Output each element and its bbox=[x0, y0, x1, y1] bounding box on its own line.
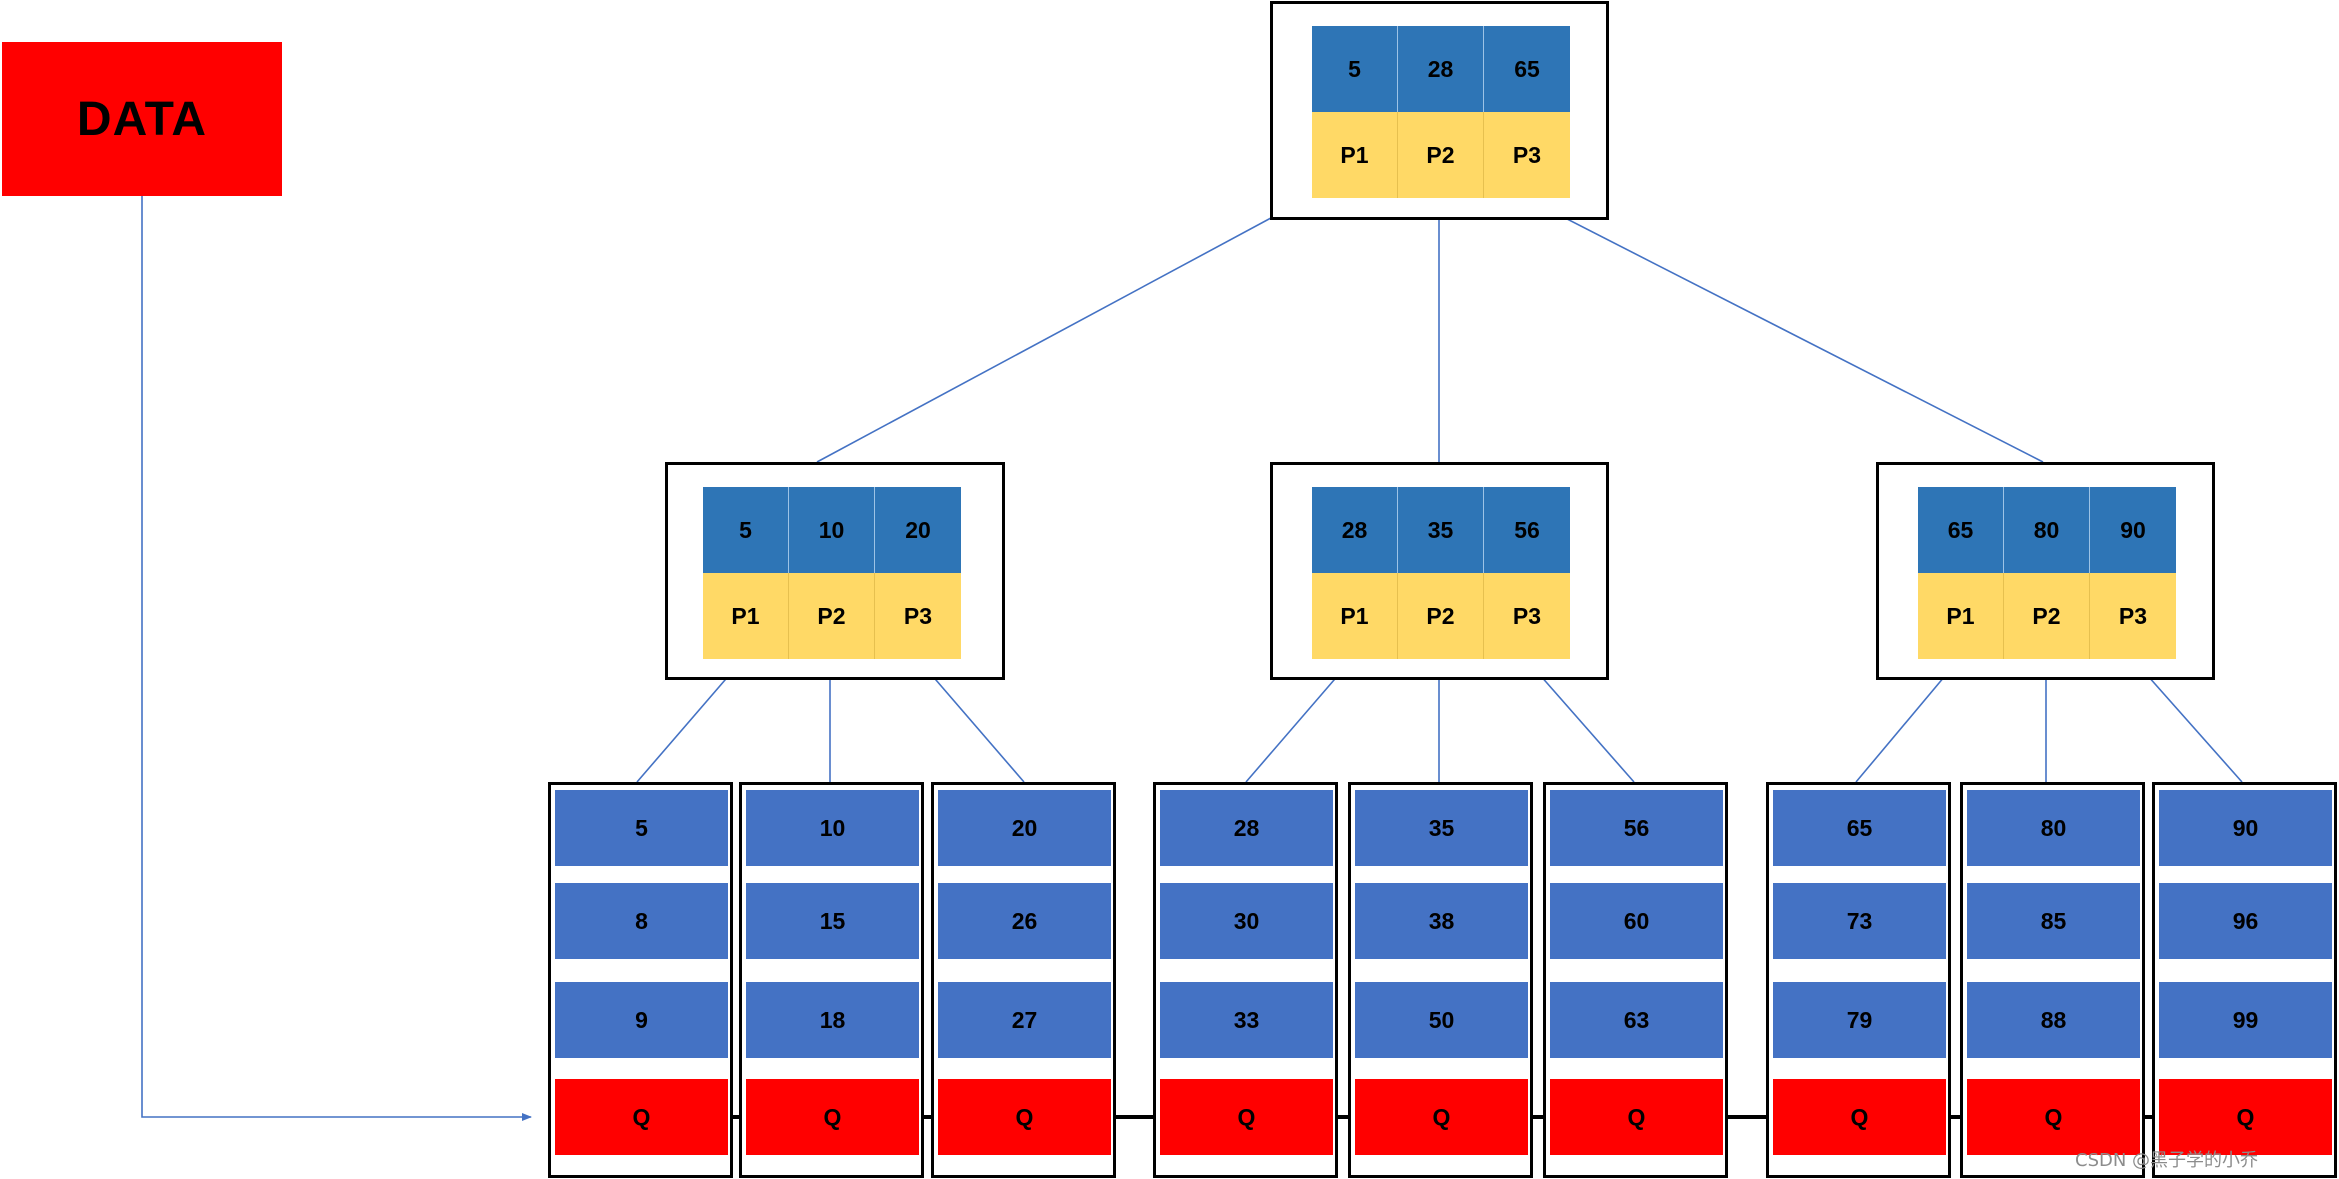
internal-node-3: 65 80 90 P1 P2 P3 bbox=[1876, 462, 2215, 680]
leaf-key: 18 bbox=[746, 982, 919, 1058]
leaf-key: 79 bbox=[1773, 982, 1946, 1058]
leaf-node-4: 28 30 33 Q bbox=[1153, 782, 1338, 1178]
leaf-key: 73 bbox=[1773, 883, 1946, 959]
data-label: DATA bbox=[76, 92, 208, 146]
leaf-key: 85 bbox=[1967, 883, 2140, 959]
root-key-3: 65 bbox=[1484, 26, 1570, 112]
internal-key: 20 bbox=[875, 487, 961, 573]
internal-key: 10 bbox=[789, 487, 875, 573]
internal-pointer: P3 bbox=[1484, 573, 1570, 659]
leaf-node-1: 5 8 9 Q bbox=[548, 782, 733, 1178]
internal-pointer: P1 bbox=[1918, 573, 2004, 659]
root-pointer-3: P3 bbox=[1484, 112, 1570, 198]
internal-pointer: P1 bbox=[1312, 573, 1398, 659]
leaf-key: 28 bbox=[1160, 790, 1333, 866]
leaf-key: 90 bbox=[2159, 790, 2332, 866]
root-pointer-1: P1 bbox=[1312, 112, 1398, 198]
internal-node-2: 28 35 56 P1 P2 P3 bbox=[1270, 462, 1609, 680]
leaf-key: 5 bbox=[555, 790, 728, 866]
leaf-node-9: 90 96 99 Q bbox=[2152, 782, 2337, 1178]
leaf-key: 99 bbox=[2159, 982, 2332, 1058]
root-edge-p3 bbox=[1523, 196, 2044, 463]
leaf-key: 9 bbox=[555, 982, 728, 1058]
leaf-node-3: 20 26 27 Q bbox=[931, 782, 1116, 1178]
leaf-key: 10 bbox=[746, 790, 919, 866]
leaf-node-5: 35 38 50 Q bbox=[1348, 782, 1533, 1178]
leaf-key: 35 bbox=[1355, 790, 1528, 866]
leaf-key: 20 bbox=[938, 790, 1111, 866]
internal-pointer: P2 bbox=[789, 573, 875, 659]
internal-node-1: 5 10 20 P1 P2 P3 bbox=[665, 462, 1005, 680]
internal-key: 5 bbox=[703, 487, 789, 573]
internal-pointer: P1 bbox=[703, 573, 789, 659]
leaf-key: 27 bbox=[938, 982, 1111, 1058]
leaf-key: 60 bbox=[1550, 883, 1723, 959]
leaf-link: Q bbox=[1160, 1079, 1333, 1155]
leaf-link: Q bbox=[1355, 1079, 1528, 1155]
leaf-key: 8 bbox=[555, 883, 728, 959]
leaf-key: 33 bbox=[1160, 982, 1333, 1058]
leaf-link: Q bbox=[1967, 1079, 2140, 1155]
root-edge-p1 bbox=[816, 196, 1311, 463]
leaf-link: Q bbox=[746, 1079, 919, 1155]
leaf-key: 56 bbox=[1550, 790, 1723, 866]
data-label-box: DATA bbox=[2, 42, 282, 196]
internal-key: 90 bbox=[2090, 487, 2176, 573]
leaf-node-8: 80 85 88 Q bbox=[1960, 782, 2145, 1178]
root-pointer-2: P2 bbox=[1398, 112, 1484, 198]
internal-key: 56 bbox=[1484, 487, 1570, 573]
leaf-link: Q bbox=[1773, 1079, 1946, 1155]
leaf-node-2: 10 15 18 Q bbox=[739, 782, 924, 1178]
leaf-link: Q bbox=[1550, 1079, 1723, 1155]
leaf-key: 88 bbox=[1967, 982, 2140, 1058]
internal-pointer: P2 bbox=[2004, 573, 2090, 659]
leaf-key: 50 bbox=[1355, 982, 1528, 1058]
leaf-link: Q bbox=[2159, 1079, 2332, 1155]
leaf-key: 30 bbox=[1160, 883, 1333, 959]
leaf-key: 65 bbox=[1773, 790, 1946, 866]
root-node: 5 28 65 P1 P2 P3 bbox=[1270, 1, 1609, 220]
leaf-link: Q bbox=[555, 1079, 728, 1155]
internal-pointer: P3 bbox=[875, 573, 961, 659]
leaf-key: 15 bbox=[746, 883, 919, 959]
internal-key: 80 bbox=[2004, 487, 2090, 573]
root-key-2: 28 bbox=[1398, 26, 1484, 112]
leaf-key: 26 bbox=[938, 883, 1111, 959]
watermark-text: CSDN @黑子学的小乔 bbox=[2075, 1150, 2259, 1171]
leaf-node-7: 65 73 79 Q bbox=[1766, 782, 1951, 1178]
leaf-key: 63 bbox=[1550, 982, 1723, 1058]
internal-pointer: P2 bbox=[1398, 573, 1484, 659]
leaf-key: 80 bbox=[1967, 790, 2140, 866]
internal-key: 65 bbox=[1918, 487, 2004, 573]
leaf-link: Q bbox=[938, 1079, 1111, 1155]
internal-pointer: P3 bbox=[2090, 573, 2176, 659]
root-key-1: 5 bbox=[1312, 26, 1398, 112]
leaf-key: 38 bbox=[1355, 883, 1528, 959]
internal-key: 35 bbox=[1398, 487, 1484, 573]
leaf-node-6: 56 60 63 Q bbox=[1543, 782, 1728, 1178]
data-pointer-line bbox=[141, 196, 532, 1121]
internal-key: 28 bbox=[1312, 487, 1398, 573]
leaf-key: 96 bbox=[2159, 883, 2332, 959]
